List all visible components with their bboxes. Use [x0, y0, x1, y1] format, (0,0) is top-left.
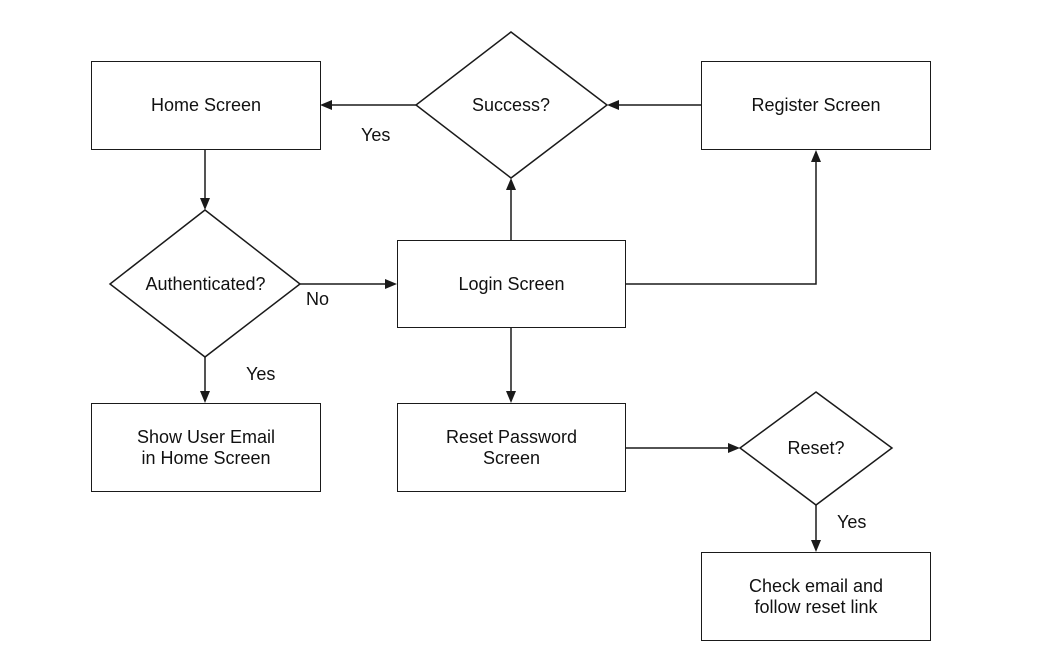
arrowhead-reset-password-to-reset [728, 443, 740, 453]
arrowhead-home-to-authenticated [200, 198, 210, 210]
arrowhead-success-to-home [320, 100, 332, 110]
reset-password-screen-node: Reset Password Screen [397, 403, 626, 492]
arrowhead-register-to-success [607, 100, 619, 110]
show-user-email-node: Show User Email in Home Screen [91, 403, 321, 492]
register-screen-label: Register Screen [751, 95, 881, 115]
home-screen-node: Home Screen [91, 61, 321, 150]
arrowhead-login-to-register [811, 150, 821, 162]
arrowhead-authenticated-to-login [385, 279, 397, 289]
edge-label-authenticated-yes: Yes [246, 364, 276, 384]
login-screen-label: Login Screen [458, 273, 565, 294]
edge-label-reset-yes: Yes [837, 512, 867, 532]
edge-login-to-register [626, 160, 817, 285]
check-email-node: Check email and follow reset link [701, 552, 931, 641]
arrowhead-login-to-reset-password [506, 391, 516, 403]
edge-label-success-yes: Yes [361, 125, 391, 145]
success-decision-label: Success? [471, 94, 551, 115]
reset-password-screen-label: Reset Password Screen [445, 426, 578, 468]
authenticated-decision-label: Authenticated? [145, 273, 266, 294]
arrowhead-login-to-success [506, 178, 516, 190]
register-screen-node: Register Screen [701, 61, 931, 150]
show-user-email-label: Show User Email in Home Screen [136, 426, 276, 468]
home-screen-label: Home Screen [150, 95, 262, 115]
check-email-label: Check email and follow reset link [748, 575, 884, 617]
reset-decision-label: Reset? [787, 437, 845, 458]
arrowhead-reset-to-check-email [811, 540, 821, 552]
arrowhead-authenticated-to-show-email [200, 391, 210, 403]
login-screen-node: Login Screen [397, 240, 626, 328]
edge-label-authenticated-no: No [306, 289, 330, 309]
